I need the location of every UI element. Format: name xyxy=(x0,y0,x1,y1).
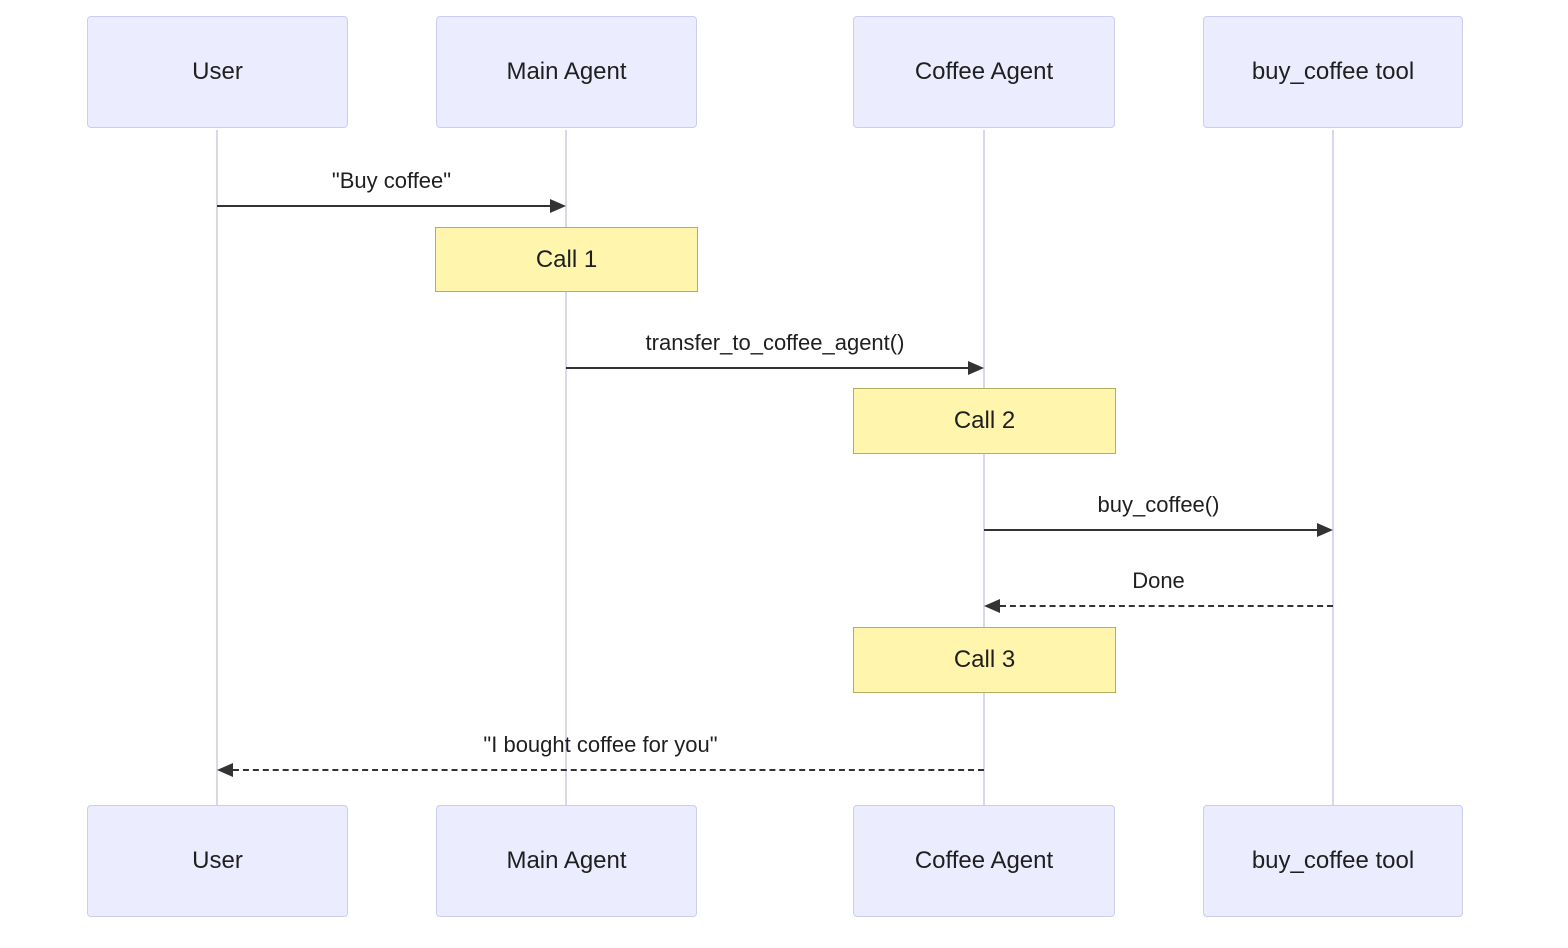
message-label-done: Done xyxy=(1132,568,1185,593)
participant-buy-coffee-tool-label: buy_coffee tool xyxy=(1251,58,1415,85)
lifeline-coffee-agent xyxy=(983,130,985,805)
message-line-bought-coffee xyxy=(233,769,984,771)
note-call-3-label: Call 3 xyxy=(953,646,1016,673)
participant-buy-coffee-tool-bottom: buy_coffee tool xyxy=(1203,805,1463,917)
participant-user-top: User xyxy=(87,16,348,128)
participant-coffee-agent-bottom: Coffee Agent xyxy=(853,805,1115,917)
participant-main-agent-top: Main Agent xyxy=(436,16,697,128)
arrowhead-icon xyxy=(217,763,233,777)
note-call-3: Call 3 xyxy=(853,627,1116,693)
participant-buy-coffee-tool-label: buy_coffee tool xyxy=(1251,847,1415,874)
participant-user-label: User xyxy=(192,847,243,874)
participant-main-agent-bottom: Main Agent xyxy=(436,805,697,917)
note-call-1-label: Call 1 xyxy=(535,245,598,273)
participant-coffee-agent-label: Coffee Agent xyxy=(914,58,1054,85)
lifeline-buy-coffee-tool xyxy=(1332,130,1334,805)
note-call-2: Call 2 xyxy=(853,388,1116,454)
participant-user-bottom: User xyxy=(87,805,348,917)
arrowhead-icon xyxy=(984,599,1000,613)
note-call-2-label: Call 2 xyxy=(953,407,1016,434)
participant-coffee-agent-top: Coffee Agent xyxy=(853,16,1115,128)
message-line-buy-coffee-call xyxy=(984,529,1319,531)
note-call-1: Call 1 xyxy=(435,227,698,292)
participant-user-label: User xyxy=(192,58,243,85)
participant-main-agent-label: Main Agent xyxy=(506,847,627,874)
lifeline-main-agent xyxy=(565,130,567,805)
message-line-buy-coffee xyxy=(217,205,552,207)
message-label-buy-coffee-call: buy_coffee() xyxy=(1097,492,1220,517)
message-label-bought-coffee: "I bought coffee for you" xyxy=(483,732,718,757)
participant-buy-coffee-tool-top: buy_coffee tool xyxy=(1203,16,1463,128)
message-line-done xyxy=(1000,605,1333,607)
arrowhead-icon xyxy=(550,199,566,213)
arrowhead-icon xyxy=(968,361,984,375)
participant-coffee-agent-label: Coffee Agent xyxy=(914,847,1054,874)
participant-main-agent-label: Main Agent xyxy=(506,58,627,85)
lifeline-user xyxy=(216,130,218,805)
message-line-transfer xyxy=(566,367,970,369)
message-label-buy-coffee: "Buy coffee" xyxy=(331,168,452,193)
arrowhead-icon xyxy=(1317,523,1333,537)
message-label-transfer: transfer_to_coffee_agent() xyxy=(645,330,905,355)
